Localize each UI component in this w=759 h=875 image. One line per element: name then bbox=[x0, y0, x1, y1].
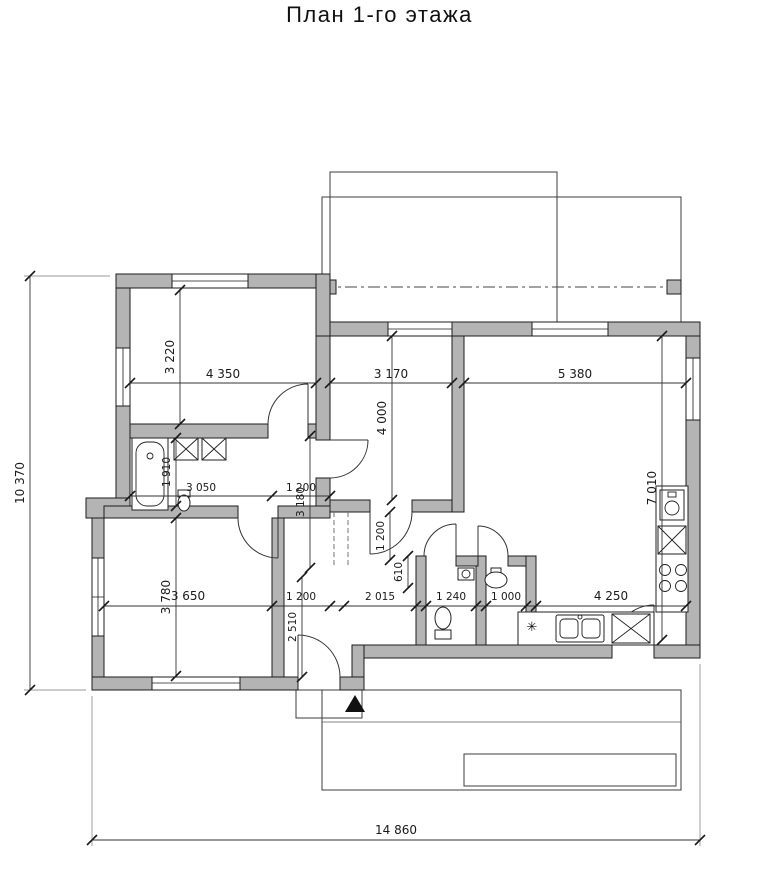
dimension-label: 3 170 bbox=[374, 367, 408, 381]
dimension-label: 1 200 bbox=[286, 591, 316, 603]
washing-machine-icon bbox=[173, 437, 199, 461]
dimension-label: 1 200 bbox=[375, 521, 387, 551]
washing-machine-icon bbox=[201, 437, 227, 461]
lower-terrace bbox=[295, 689, 682, 791]
dimension-label: 610 bbox=[393, 562, 405, 582]
kitchen-sink-icon bbox=[555, 614, 605, 643]
window bbox=[115, 347, 131, 407]
door-arc bbox=[369, 511, 413, 555]
entrance-arrow-icon bbox=[345, 695, 365, 712]
sink-icon bbox=[457, 567, 475, 581]
dimension-label: 1 910 bbox=[161, 457, 173, 487]
dimension-label: 2 510 bbox=[287, 612, 299, 642]
sink-icon bbox=[659, 489, 685, 521]
dimension-label: 4 350 bbox=[206, 367, 240, 381]
dimension-label: 4 250 bbox=[594, 589, 628, 603]
dimension-label: 3 650 bbox=[171, 589, 205, 603]
toilet-icon bbox=[177, 489, 191, 512]
door-arc bbox=[423, 523, 457, 557]
window bbox=[387, 321, 453, 337]
window bbox=[685, 357, 701, 421]
dimension-label: 3 050 bbox=[186, 482, 216, 494]
floor-drain-icon: ✳ bbox=[527, 620, 538, 635]
walls bbox=[85, 273, 701, 691]
dimension-label: 10 370 bbox=[13, 462, 27, 504]
drawing-title: План 1-го этажа bbox=[286, 2, 473, 27]
door-arc bbox=[237, 517, 279, 559]
upper-terrace bbox=[321, 171, 682, 323]
dimension-label: 7 010 bbox=[645, 471, 659, 505]
fridge-icon bbox=[657, 525, 687, 555]
bathtub-icon bbox=[131, 437, 169, 511]
dimension-label: 3 180 bbox=[295, 487, 307, 517]
window bbox=[531, 321, 609, 337]
dimension-label: 2 015 bbox=[365, 591, 395, 603]
window bbox=[91, 557, 105, 637]
toilet-icon bbox=[434, 606, 452, 640]
door-arc bbox=[477, 525, 509, 557]
stove-icon bbox=[659, 564, 687, 592]
door-arc bbox=[297, 634, 341, 678]
windows bbox=[91, 273, 701, 691]
dishwasher-icon bbox=[611, 613, 651, 644]
dimension-label: 1 240 bbox=[436, 591, 466, 603]
dimension-label: 1 200 bbox=[286, 482, 316, 494]
sink-icon bbox=[484, 567, 508, 589]
door-arc bbox=[329, 439, 369, 479]
dimension-lines bbox=[24, 270, 706, 846]
door-arc bbox=[267, 383, 309, 425]
window bbox=[171, 273, 249, 289]
dimension-label: 4 000 bbox=[375, 401, 389, 435]
opening-dashes bbox=[333, 512, 349, 568]
dimension-label: 3 220 bbox=[163, 340, 177, 374]
window bbox=[151, 676, 241, 691]
dimension-label: 1 000 bbox=[491, 591, 521, 603]
dimension-labels: 10 370 14 860 3 220 4 350 3 170 5 380 4 … bbox=[13, 340, 659, 837]
dimension-label: 14 860 bbox=[375, 823, 417, 837]
dimension-label: 5 380 bbox=[558, 367, 592, 381]
dimension-label: 3 780 bbox=[159, 580, 173, 614]
